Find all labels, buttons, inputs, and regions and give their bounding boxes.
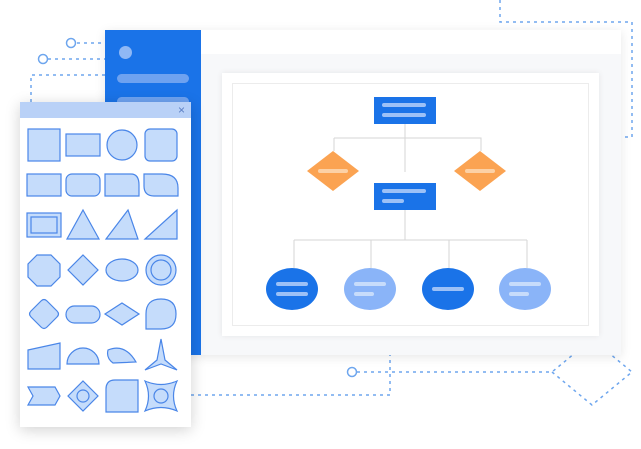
canvas-page — [232, 83, 589, 326]
shape-ellipse[interactable] — [103, 251, 141, 289]
flowchart-node-leaf-2 — [344, 268, 396, 310]
close-icon[interactable]: × — [177, 103, 185, 117]
flowchart-node-decision-right — [454, 151, 506, 191]
shape-rounded-document[interactable] — [103, 377, 141, 415]
app-window — [105, 30, 621, 355]
flowchart-node-leaf-3 — [422, 268, 474, 310]
flowchart-connectors — [293, 124, 528, 268]
shape-right-triangle-left[interactable] — [103, 206, 141, 244]
top-toolbar — [201, 30, 621, 54]
shape-octagon[interactable] — [25, 251, 63, 289]
shape-library-panel: × — [20, 102, 191, 427]
shape-manual-input[interactable] — [25, 336, 63, 374]
shape-half-circle[interactable] — [64, 336, 102, 374]
flowchart-node-decision-left — [307, 151, 359, 191]
flowchart — [266, 97, 551, 310]
sidebar-item[interactable] — [117, 74, 189, 83]
shape-diamond-circle[interactable] — [64, 377, 102, 415]
shape-diamond[interactable] — [64, 251, 102, 289]
flowchart-node-leaf-1 — [266, 268, 318, 310]
shape-flat-diamond[interactable] — [103, 295, 141, 333]
shape-star-circle[interactable] — [142, 377, 180, 415]
shape-star-tri[interactable] — [142, 336, 180, 374]
shape-rounded-diamond[interactable] — [25, 295, 63, 333]
sidebar-avatar[interactable] — [119, 46, 132, 59]
shape-circle[interactable] — [103, 126, 141, 164]
shape-double-border-rectangle[interactable] — [25, 206, 63, 244]
shape-rounded-rectangle[interactable] — [64, 166, 102, 204]
shape-curved-tab[interactable] — [142, 166, 180, 204]
shape-square[interactable] — [25, 126, 63, 164]
shape-tab-rectangle[interactable] — [103, 166, 141, 204]
connector-dot — [346, 366, 358, 378]
flowchart-node-leaf-4 — [499, 268, 551, 310]
shape-right-triangle[interactable] — [142, 206, 180, 244]
connector-dot — [65, 37, 77, 49]
diagram-canvas[interactable] — [222, 73, 599, 336]
shape-pill[interactable] — [64, 295, 102, 333]
shape-pentagon-arrow[interactable] — [25, 377, 63, 415]
shape-double-circle[interactable] — [142, 251, 180, 289]
shape-drop[interactable] — [142, 295, 180, 333]
panel-header: × — [20, 102, 191, 118]
shape-rectangle[interactable] — [25, 166, 63, 204]
shape-curved-semicircle[interactable] — [103, 336, 141, 374]
shape-rectangle[interactable] — [64, 126, 102, 164]
connector-dot — [37, 53, 49, 65]
shape-triangle[interactable] — [64, 206, 102, 244]
shape-rounded-square[interactable] — [142, 126, 180, 164]
flowchart-node-start — [374, 97, 436, 124]
sidebar-item[interactable] — [117, 97, 189, 106]
flowchart-node-process-mid — [374, 183, 436, 210]
